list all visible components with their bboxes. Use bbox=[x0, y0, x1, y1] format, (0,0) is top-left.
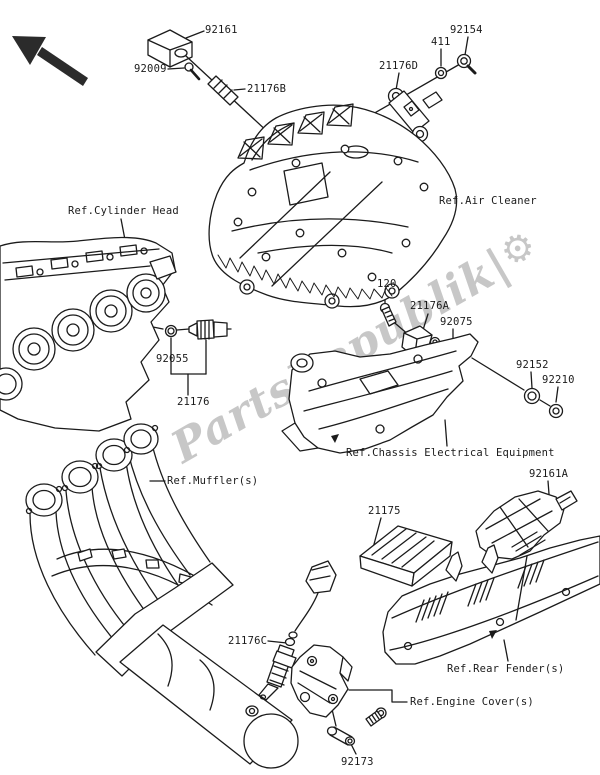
part-label-21176b: 21176B bbox=[247, 83, 287, 95]
part-label-92055: 92055 bbox=[156, 353, 189, 365]
ref-label-rear-fenders: Ref.Rear Fender(s) bbox=[447, 663, 565, 675]
oxygen-sensor-21176c-drawing bbox=[258, 560, 337, 701]
nut-92152-drawing bbox=[523, 387, 541, 405]
bolt-92154-drawing bbox=[456, 53, 477, 75]
part-label-21175: 21175 bbox=[368, 505, 401, 517]
screw-92009-drawing bbox=[184, 62, 201, 81]
washer-411-drawing bbox=[434, 66, 448, 80]
ref-label-mufflers: Ref.Muffler(s) bbox=[167, 475, 259, 487]
cylinder-head-drawing bbox=[0, 236, 177, 432]
part-label-92075: 92075 bbox=[440, 316, 473, 328]
part-label-21176c: 21176C bbox=[228, 635, 268, 647]
engine-cover-drawing bbox=[290, 644, 353, 718]
part-label-92210: 92210 bbox=[542, 374, 575, 386]
part-label-92154: 92154 bbox=[450, 24, 483, 36]
part-label-92161: 92161 bbox=[205, 24, 238, 36]
ecu-21175-drawing bbox=[359, 525, 453, 587]
ref-label-chassis-electrical: Ref.Chassis Electrical Equipment bbox=[346, 447, 555, 459]
part-label-411: 411 bbox=[431, 36, 451, 48]
sensor-21176-drawing bbox=[188, 319, 232, 340]
ref-label-air-cleaner: Ref.Air Cleaner bbox=[439, 195, 537, 207]
ref-label-cylinder-head: Ref.Cylinder Head bbox=[68, 205, 179, 217]
nut-92210-drawing bbox=[548, 403, 564, 419]
part-label-92161a: 92161A bbox=[529, 468, 569, 480]
direction-arrow-icon bbox=[12, 36, 88, 86]
ref-label-engine-covers: Ref.Engine Cover(s) bbox=[410, 696, 534, 708]
bolt-92173-drawing bbox=[326, 707, 387, 746]
part-label-120: 120 bbox=[377, 278, 397, 290]
sensor-21176d-drawing bbox=[387, 87, 443, 143]
air-cleaner-drawing bbox=[208, 103, 458, 309]
part-label-21176: 21176 bbox=[177, 396, 210, 408]
damper-mount-leader bbox=[515, 555, 528, 621]
muffler-drawing bbox=[25, 423, 299, 769]
bolt-120-drawing bbox=[379, 302, 397, 327]
part-label-92009: 92009 bbox=[134, 63, 167, 75]
oring-92055-drawing bbox=[164, 324, 178, 338]
part-label-21176d: 21176D bbox=[379, 60, 419, 72]
part-label-92173: 92173 bbox=[341, 756, 374, 768]
rear-fender-drawing bbox=[382, 535, 600, 665]
chassis-electrical-drawing bbox=[281, 333, 479, 454]
cap-92161-drawing bbox=[147, 29, 193, 68]
part-label-92152: 92152 bbox=[516, 359, 549, 371]
part-label-21176a: 21176A bbox=[410, 300, 450, 312]
